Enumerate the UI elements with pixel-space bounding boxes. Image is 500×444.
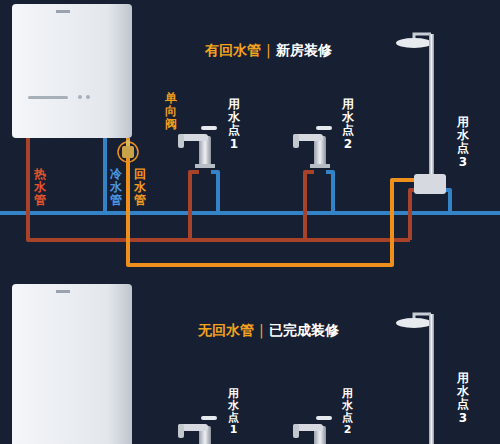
outlet-label: 用水点3 [457, 116, 469, 169]
heading-separator: | [259, 322, 264, 338]
valve-cap [126, 140, 130, 146]
heater-logo-mark [56, 290, 70, 293]
cold-pipe [326, 172, 333, 213]
hot-pipe [410, 190, 415, 240]
cold-pipe [103, 138, 107, 213]
outlet-label: 用水点2 [342, 98, 354, 151]
outlet-label: 用水点3 [457, 372, 469, 425]
faucet [178, 416, 217, 444]
check-valve [118, 140, 138, 162]
outlet-label: 用水点1 [228, 98, 240, 151]
heading-separator: | [266, 42, 271, 58]
water-heater [12, 284, 132, 444]
shower [396, 314, 434, 444]
section-heading: 无回水管 [198, 322, 254, 340]
hot-pipe [190, 172, 199, 240]
pipe-label: 冷水管 [110, 168, 122, 208]
cold-pipe [0, 211, 500, 215]
valve-label: 单向阀 [165, 92, 177, 132]
heater-button [78, 95, 82, 99]
shower [396, 34, 446, 194]
heater-logo-mark [56, 10, 70, 13]
faucet [293, 416, 332, 444]
outlet-label: 用水点1 [228, 388, 239, 436]
pipe-label: 热水管 [34, 168, 46, 208]
valve-body [122, 146, 134, 158]
section-heading: 有回水管 [205, 42, 261, 60]
heater-button [86, 95, 90, 99]
water-heater [12, 4, 132, 138]
cold-pipe [445, 190, 450, 213]
heater-body [12, 4, 132, 138]
heater-body [12, 284, 132, 444]
faucet [293, 126, 332, 168]
pipes [0, 138, 500, 265]
return-pipe [128, 138, 415, 265]
cold-pipe [211, 172, 218, 213]
hot-pipe [28, 138, 410, 240]
section-heading: 已完成装修 [269, 322, 339, 340]
outlet-label: 用水点2 [342, 388, 353, 436]
faucet [178, 126, 217, 168]
section-heading: 新房装修 [276, 42, 332, 60]
hot-pipe [305, 172, 314, 240]
pipe-label: 回水管 [134, 168, 146, 208]
heater-display [28, 96, 68, 99]
